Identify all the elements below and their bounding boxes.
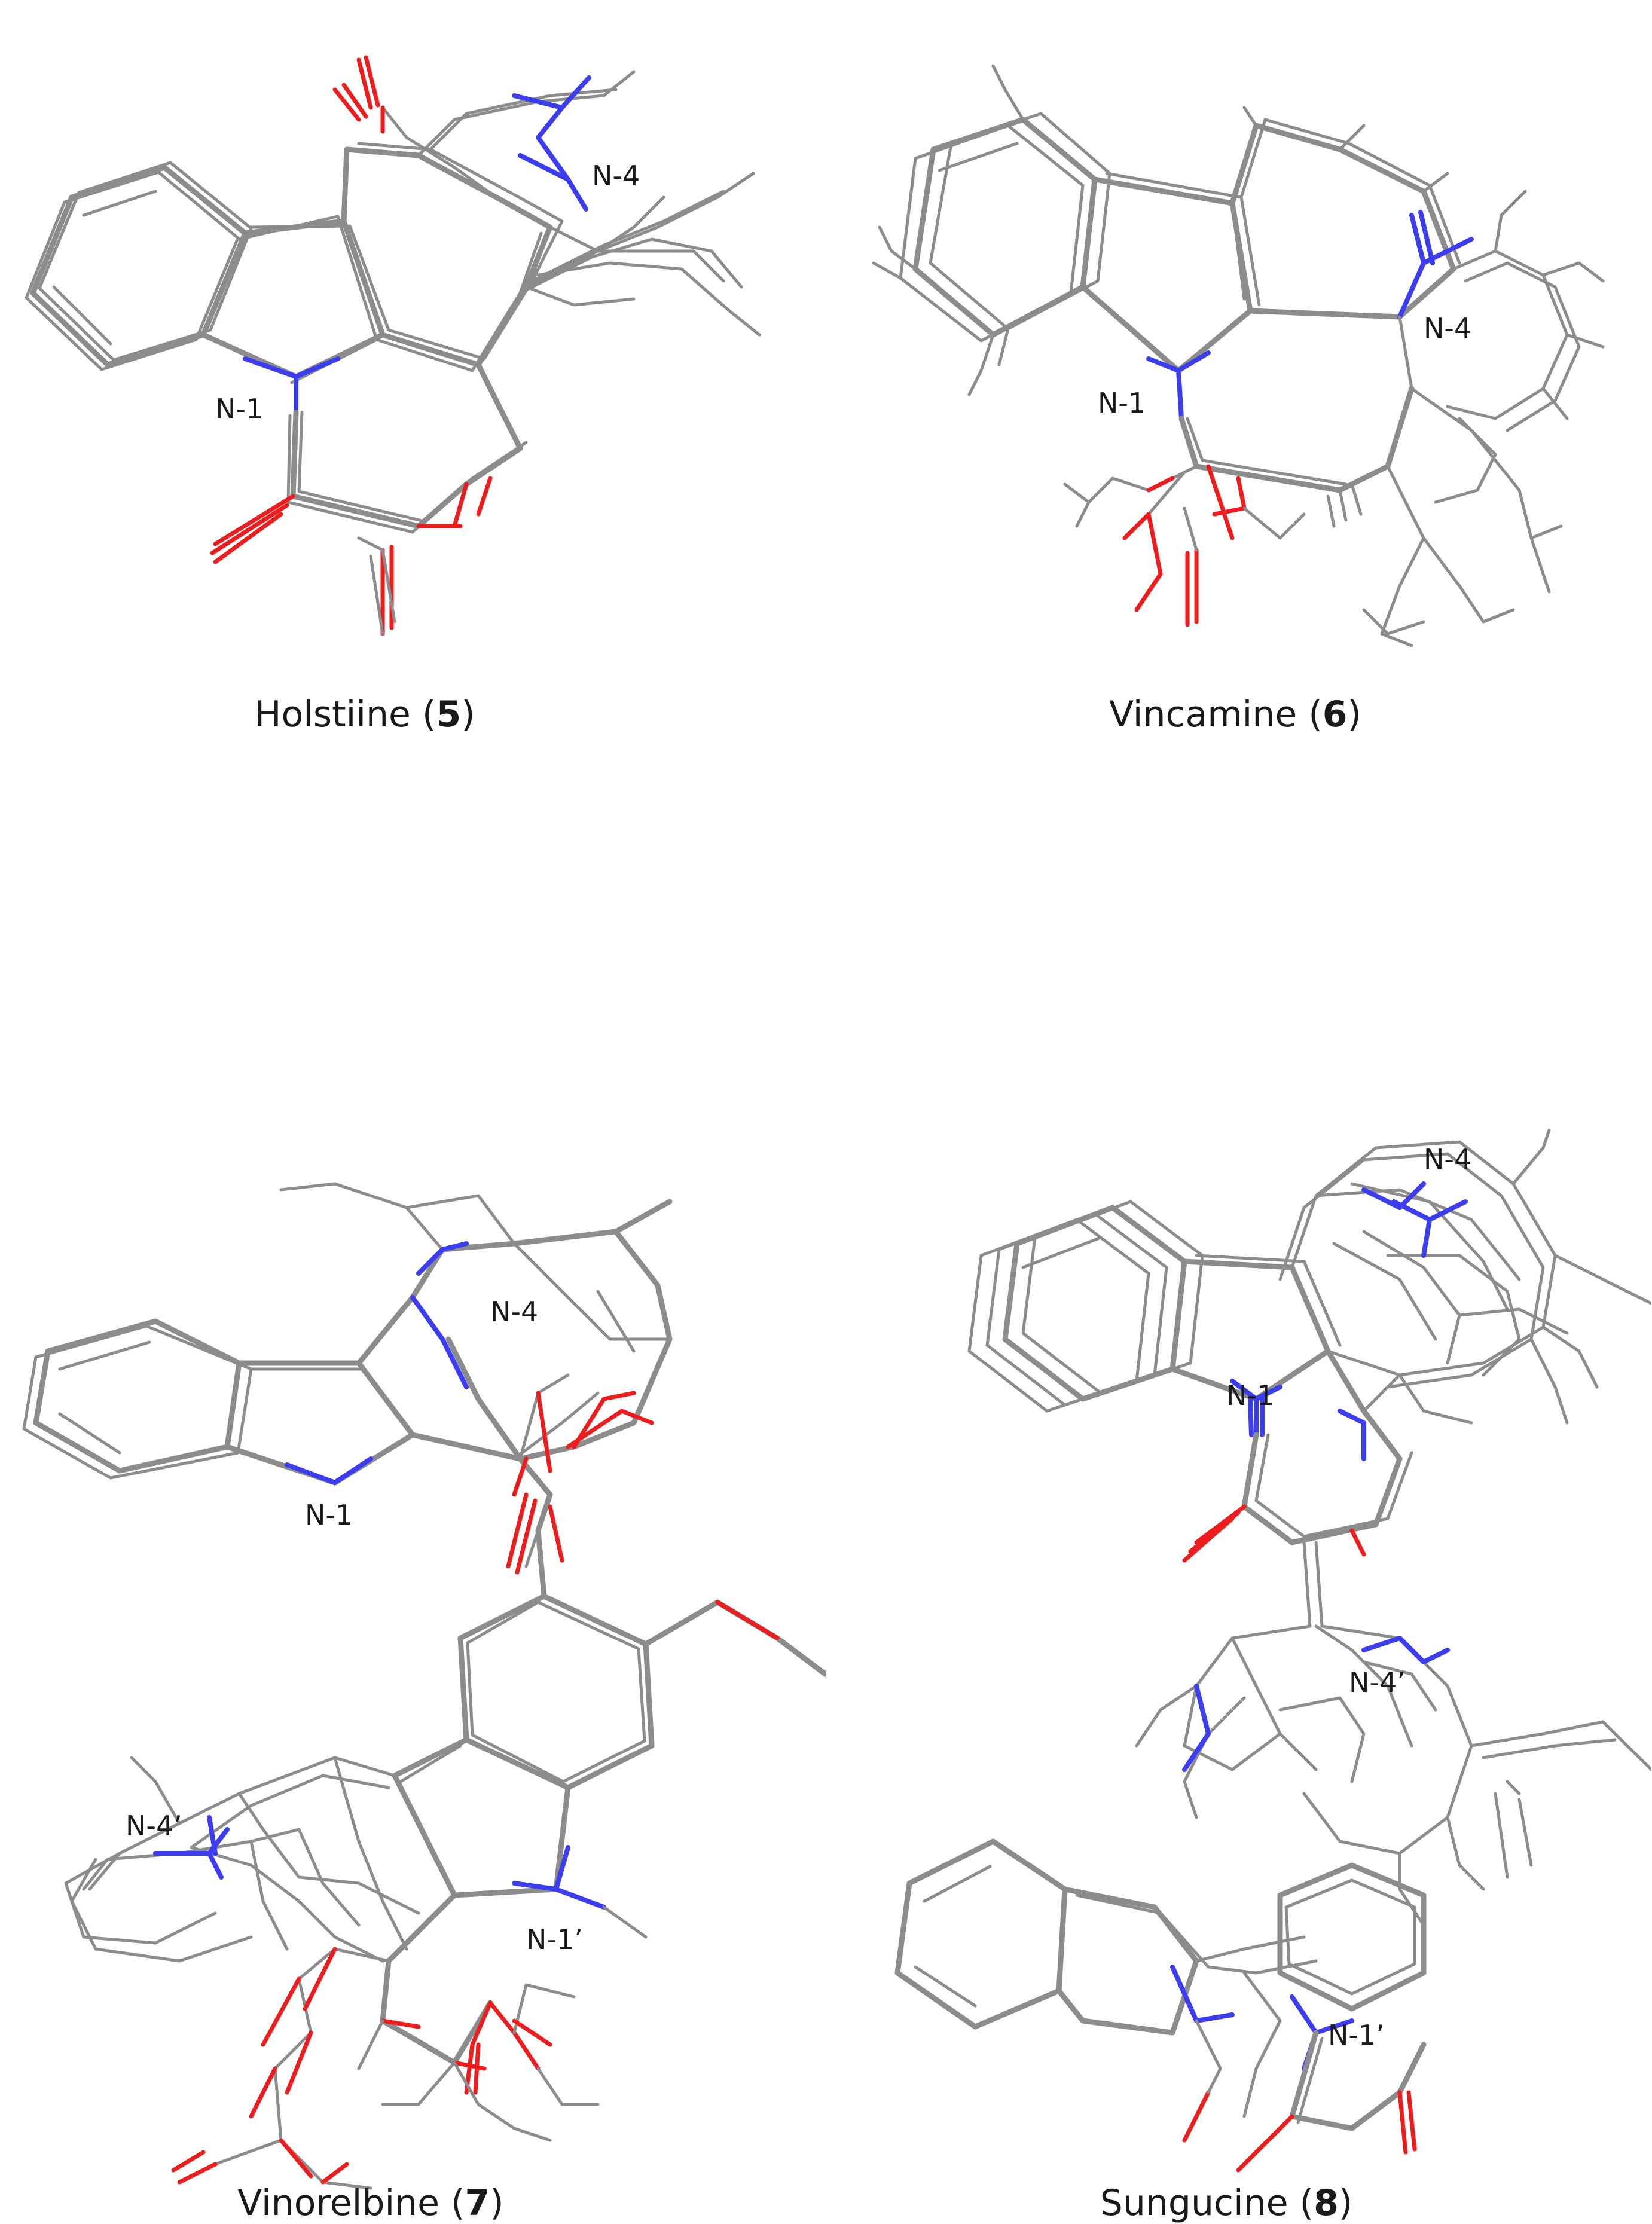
- compound-name: Vincamine: [1109, 694, 1297, 735]
- n4-atom: [1397, 210, 1474, 319]
- upper-ester: [410, 1373, 654, 1575]
- sungucine-structure-overlay: N-4 N-1 N-4’ N-1’: [894, 1128, 1651, 2173]
- top-carbonyl: [332, 55, 385, 134]
- label-n1-prime: N-1’: [526, 1923, 583, 1956]
- compound-name: Vinorelbine: [237, 2182, 440, 2224]
- label-n4: N-4: [1424, 312, 1471, 344]
- vincamine-structure-overlay: N-1 N-4: [872, 64, 1605, 647]
- panel-holstiine: N-1 N-4 Holstiine (5): [0, 0, 826, 1112]
- lower-cage: [1135, 1624, 1651, 1927]
- n1-bond: [285, 1462, 337, 1485]
- label-n1: N-1: [1098, 387, 1146, 419]
- upper-benzene: [967, 1200, 1204, 1413]
- indole-ring: [200, 215, 390, 384]
- upper-ring: [1229, 106, 1461, 320]
- label-n4-prime: N-4’: [126, 1810, 182, 1842]
- vinorelbine-structure-overlay: N-4 N-1 N-4’ N-1’: [22, 1182, 826, 2190]
- compound-number: 6: [1322, 694, 1348, 735]
- panel-vincamine: N-1 N-4 Vincamine (6): [826, 0, 1651, 1112]
- n4-atom: [512, 75, 591, 212]
- caption-sungucine: Sungucine (8): [1100, 2182, 1353, 2224]
- upper-five-ring: [224, 1360, 416, 1486]
- label-n1: N-1: [305, 1499, 353, 1531]
- upper-cage: [279, 1182, 673, 1462]
- cage-system: [341, 70, 761, 372]
- label-n4: N-4: [490, 1296, 538, 1328]
- lower-ester-cluster: [171, 1892, 600, 2190]
- caption-holstiine: Holstiine (5): [254, 694, 475, 735]
- label-n1: N-1: [215, 393, 263, 425]
- lower-ester: [1063, 386, 1415, 627]
- label-n4-prime: N-4’: [1349, 1666, 1406, 1698]
- central-ring: [1182, 1348, 1413, 1628]
- compound-number: 5: [436, 694, 462, 735]
- middle-benzene: [457, 1528, 826, 1791]
- n1-bond: [243, 356, 298, 379]
- panel-sungucine: N-4 N-1 N-4’ N-1’ Sungucine (8): [826, 1112, 1651, 2224]
- benzene-ring: [872, 64, 1111, 396]
- upper-benzene: [22, 1318, 253, 1480]
- n1-atom: [1146, 350, 1211, 421]
- label-n1-prime: N-1’: [1328, 2019, 1385, 2051]
- label-n4: N-4: [592, 160, 640, 192]
- compound-name: Sungucine: [1100, 2182, 1288, 2224]
- lower-ring-ensemble: [64, 1756, 420, 1963]
- panel-vinorelbine: N-4 N-1 N-4’ N-1’ Vinorelbine (7): [0, 1112, 826, 2224]
- label-n1: N-1: [1226, 1379, 1274, 1412]
- compound-number: 8: [1314, 2182, 1339, 2224]
- caption-vinorelbine: Vinorelbine (7): [237, 2182, 504, 2224]
- upper-cage: [1278, 1128, 1651, 1425]
- lower-chain: [210, 362, 528, 636]
- label-n4: N-4: [1424, 1143, 1471, 1175]
- compound-name: Holstiine: [254, 694, 411, 735]
- holstiine-structure-overlay: N-1 N-4: [25, 55, 761, 636]
- compound-number: 7: [465, 2182, 490, 2224]
- caption-vincamine: Vincamine (6): [1109, 694, 1361, 735]
- lower-benzene: [894, 1838, 1427, 2173]
